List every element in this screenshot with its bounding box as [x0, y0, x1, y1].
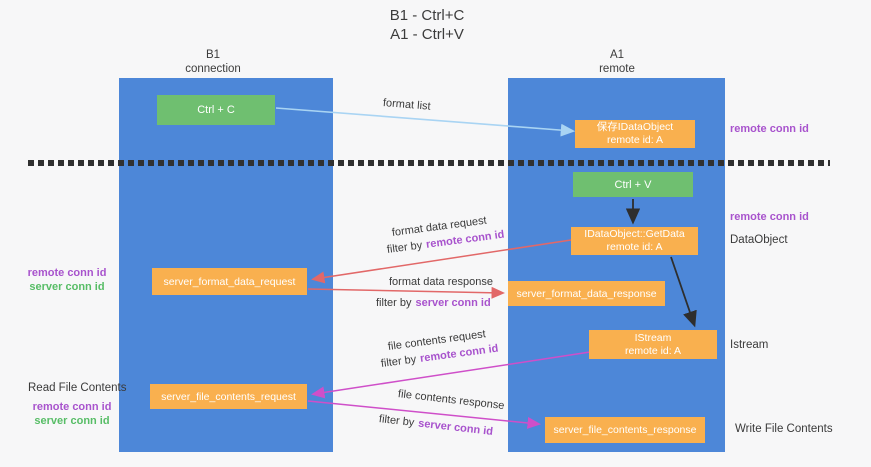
diagram-title: B1 - Ctrl+C A1 - Ctrl+V	[327, 6, 527, 44]
right-column-name: A1	[609, 49, 625, 61]
dataobject-annotation: DataObject	[730, 234, 788, 246]
save-idataobject-box: 保存IDataObject remote id: A	[575, 120, 695, 148]
ctrl-v-box: Ctrl + V	[573, 172, 693, 197]
server-conn-id-text: server conn id	[415, 297, 491, 309]
remote-conn-id-text: remote conn id	[27, 267, 107, 279]
left-column-role: connection	[185, 63, 241, 75]
server-format-data-request-box: server_format_data_request	[152, 268, 307, 295]
arrow-format-data-response	[307, 286, 505, 299]
write-file-contents-annotation: Write File Contents	[735, 423, 833, 435]
server-format-data-response-box: server_format_data_response	[508, 281, 665, 306]
arrow-getdata-to-istream	[670, 256, 697, 328]
conn-id-annotation-left-top: remote conn id server conn id	[23, 266, 111, 294]
right-column-role: remote	[599, 63, 635, 75]
server-file-contents-response-label: server_file_contents_response	[553, 424, 697, 436]
title-line-1: B1 - Ctrl+C	[389, 7, 465, 24]
istream-box: IStream remote id: A	[589, 330, 717, 359]
istream-line2: remote id: A	[624, 344, 682, 357]
conn-id-annotation-left-bottom: remote conn id server conn id	[28, 400, 116, 428]
title-line-2: A1 - Ctrl+V	[390, 26, 464, 43]
ctrl-c-box: Ctrl + C	[157, 95, 275, 125]
filter-by-text: filter by	[376, 297, 412, 309]
istream-line1: IStream	[634, 331, 672, 344]
idataobject-getdata-box: IDataObject::GetData remote id: A	[571, 227, 698, 255]
ctrl-c-label: Ctrl + C	[197, 104, 235, 116]
column-header-left: B1 connection	[153, 48, 273, 76]
remote-conn-id-annotation-top: remote conn id	[730, 123, 809, 135]
server-format-data-response-label: server_format_data_response	[516, 287, 657, 300]
left-column-name: B1	[205, 49, 221, 61]
getdata-line1: IDataObject::GetData	[584, 228, 685, 240]
server-format-data-request-label: server_format_data_request	[163, 275, 296, 288]
arrow-file-contents-request	[311, 351, 591, 399]
getdata-line2: remote id: A	[606, 241, 663, 253]
save-idataobject-line2: remote id: A	[606, 134, 664, 146]
server-file-contents-request-label: server_file_contents_request	[161, 390, 296, 403]
remote-conn-id-annotation-mid: remote conn id	[730, 211, 809, 223]
read-file-contents-annotation: Read File Contents	[28, 382, 127, 394]
arrow-file-contents-response	[307, 400, 541, 429]
ctrl-v-label: Ctrl + V	[614, 178, 652, 191]
server-conn-id-text: server conn id	[29, 281, 105, 293]
column-header-right: A1 remote	[557, 48, 677, 76]
server-file-contents-request-box: server_file_contents_request	[150, 384, 307, 409]
remote-conn-id-text: remote conn id	[32, 401, 112, 413]
phase-separator-dashed-line	[28, 160, 830, 166]
server-file-contents-response-box: server_file_contents_response	[545, 417, 705, 443]
format-data-response-label: format data response	[389, 276, 493, 288]
arrow-format-data-request	[311, 239, 572, 284]
istream-annotation: Istream	[730, 339, 769, 351]
save-idataobject-line1: 保存IDataObject	[596, 121, 674, 133]
arrow-format-list	[275, 107, 576, 137]
server-conn-id-text: server conn id	[34, 415, 110, 427]
